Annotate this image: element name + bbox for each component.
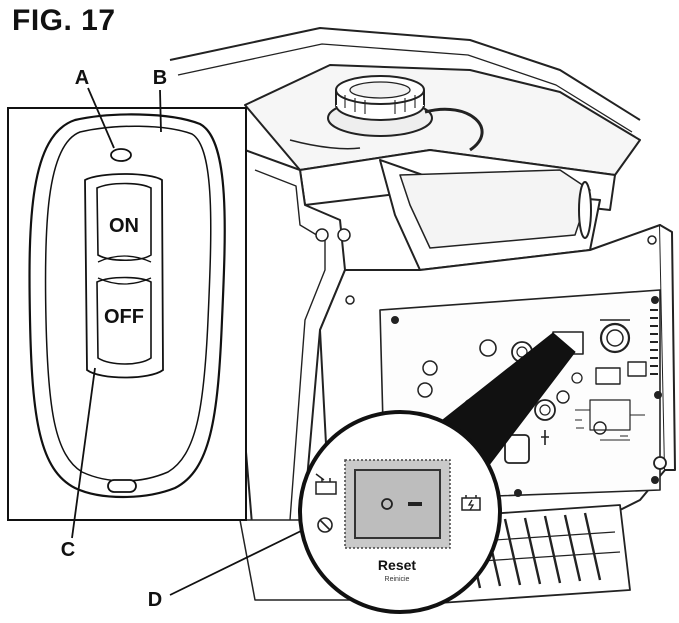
callout-d: D xyxy=(148,589,162,611)
fuel-cap xyxy=(327,75,433,137)
remote-off-button: OFF xyxy=(104,306,144,328)
reset-label: Reset xyxy=(378,557,416,573)
remote-control xyxy=(28,113,226,499)
reset-sublabel: Reinicie xyxy=(385,576,410,583)
overload-icon xyxy=(315,473,337,495)
prohibited-icon xyxy=(317,517,333,533)
lanyard-slot xyxy=(107,479,137,493)
callout-a: A xyxy=(75,67,89,89)
callout-c: C xyxy=(61,539,75,561)
reset-button xyxy=(354,469,441,539)
leader-lines xyxy=(71,87,304,596)
remote-inset: ON OFF xyxy=(7,107,247,521)
reset-magnifier: Reset Reinicie xyxy=(298,410,502,614)
remote-on-button: ON xyxy=(109,215,139,237)
carry-handle xyxy=(299,149,616,271)
battery-charge-icon xyxy=(461,495,481,511)
figure-title: FIG. 17 xyxy=(12,4,116,37)
led-indicator xyxy=(110,148,132,162)
callout-b: B xyxy=(153,67,167,89)
